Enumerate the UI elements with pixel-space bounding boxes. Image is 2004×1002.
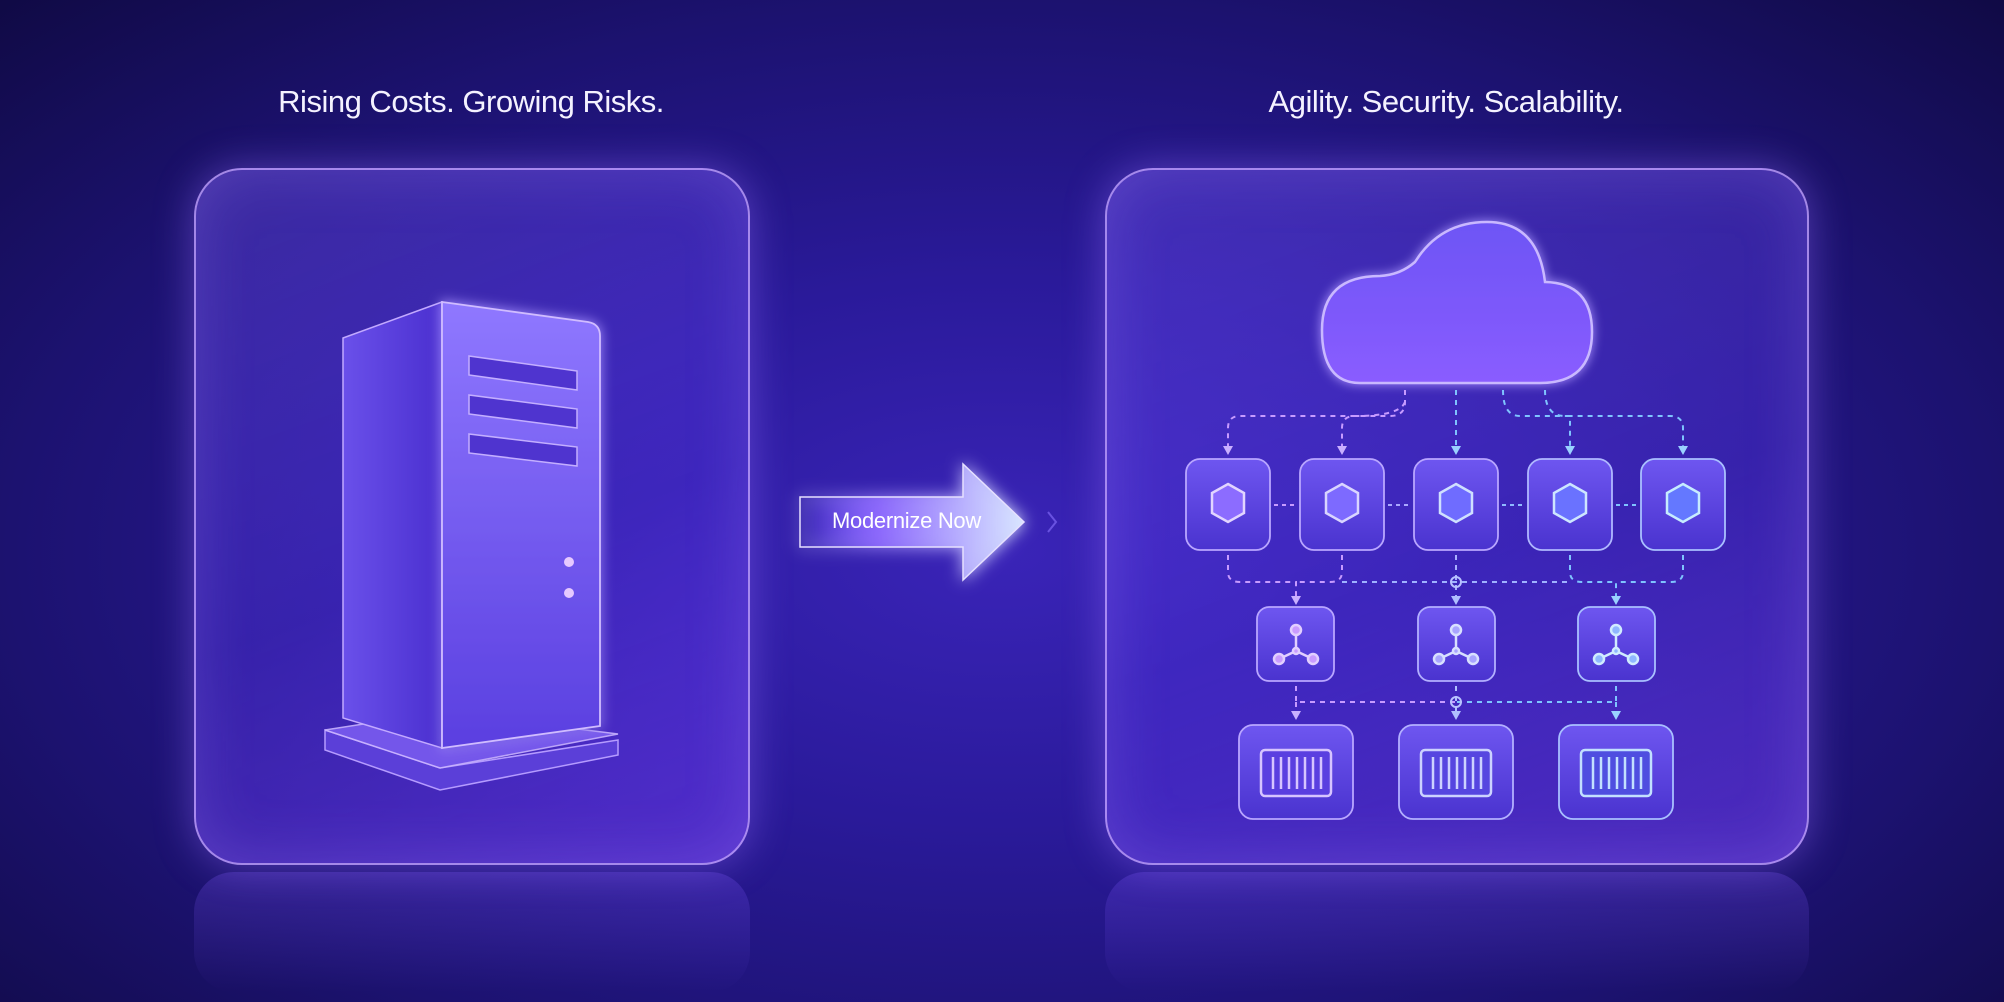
network-hub-icon bbox=[1577, 606, 1656, 682]
network-hub-icon bbox=[1256, 606, 1335, 682]
legacy-heading: Rising Costs. Growing Risks. bbox=[278, 84, 664, 119]
container-icon bbox=[1558, 724, 1674, 820]
hexagon-node-icon bbox=[1299, 458, 1385, 551]
modernize-now-label: Modernize Now bbox=[832, 508, 981, 533]
modern-heading: Agility. Security. Scalability. bbox=[1268, 84, 1624, 119]
connector-row bbox=[1256, 606, 1656, 682]
network-hub-icon bbox=[1417, 606, 1496, 682]
cloud-icon bbox=[1320, 220, 1594, 385]
legacy-panel-reflection bbox=[194, 872, 750, 992]
hexagon-node-icon bbox=[1640, 458, 1726, 551]
container-icon bbox=[1398, 724, 1514, 820]
modern-panel-reflection bbox=[1105, 872, 1809, 992]
hexagon-node-icon bbox=[1185, 458, 1271, 551]
hexagon-node-icon bbox=[1527, 458, 1613, 551]
container-icon bbox=[1238, 724, 1354, 820]
service-row bbox=[1185, 458, 1726, 551]
storage-row bbox=[1238, 724, 1674, 820]
hexagon-node-icon bbox=[1413, 458, 1499, 551]
